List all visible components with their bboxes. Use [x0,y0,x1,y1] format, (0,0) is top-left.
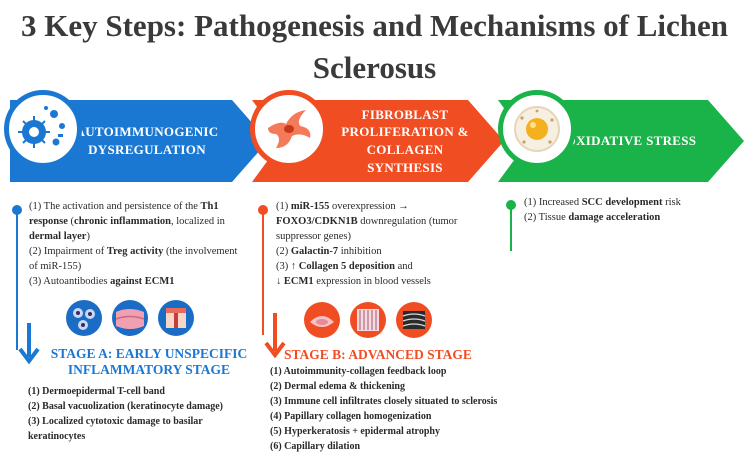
fibroblast-mechanisms-list: (1) miR-155 overexpression → FOXO3/CDKN1… [276,200,494,289]
skin-section-icon [158,300,194,336]
list-item: keratinocytes [28,431,86,442]
oxidative-stress-list: (1) Increased SCC development risk (2) T… [524,196,744,226]
banner-label: AUTOIMMUNOGENIC [75,124,219,140]
list-item: (1) Autoimmunity-collagen feedback loop [270,366,447,377]
list-item: (1) Dermoepidermal T-cell band [28,386,165,397]
list-item: FOXO3/CDKN1B downregulation (tumor suppr… [276,215,458,242]
timeline-line [262,210,264,335]
list-item: (2) Tissue damage acceleration [524,211,661,223]
list-item: (3) Autoantibodies against ECM1 [29,275,175,287]
list-item: (6) Capillary dilation [270,441,361,452]
list-item: (3) ↑ Collagen 5 deposition and [276,260,413,272]
banner-label: OXIDATIVE STRESS [565,133,697,149]
banner-label: DYSREGULATION [88,142,206,157]
list-item: (1) miR-155 overexpression → [276,201,409,212]
list-item: (3) Localized cytotoxic damage to basila… [28,416,203,427]
list-item: (1) Increased SCC development risk [524,197,681,208]
stage-a-title: STAGE A: EARLY UNSPECIFIC INFLAMMATORY S… [50,346,248,377]
list-item: (5) Hyperkeratosis + epidermal atrophy [270,426,440,437]
timeline-line [510,205,512,251]
list-item: (2) Dermal edema & thickening [270,381,405,392]
edema-tissue-icon [304,302,340,338]
page-title-continued: Sclerosus [312,50,437,85]
autoimmune-mechanisms-list: (1) The activation and persistence of th… [29,200,247,289]
stage-a-histology-icons [66,300,194,336]
list-item: (1) The activation and persistence of th… [29,201,225,242]
stage-b-histology-icons [304,302,432,338]
banner-label: PROLIFERATION & [341,124,469,140]
arrow-down-icon [18,323,40,365]
list-item: (2) Basal vacuolization (keratinocyte da… [28,401,223,412]
list-item: ↓ ECM1 expression in blood vessels [276,275,431,287]
fibroblast-cell-icon [250,90,328,168]
dense-tissue-icon [396,302,432,338]
list-item: (2) Impairment of Treg activity (the inv… [29,245,238,272]
arrow-down-icon [264,313,286,359]
page-title: 3 Key Steps: Pathogenesis and Mechanisms… [21,8,728,43]
list-item: (2) Galactin-7 inhibition [276,245,382,257]
list-item: (3) Immune cell infiltrates closely situ… [270,396,498,407]
oxidative-cell-icon [498,90,576,168]
banner-label: COLLAGEN SYNTHESIS [366,142,444,175]
list-item: (4) Papillary collagen homogenization [270,411,432,422]
stage-a-findings-list: (1) Dermoepidermal T-cell band (2) Basal… [28,384,252,444]
lymphocyte-icon [66,300,102,336]
collagen-fiber-icon [350,302,386,338]
stage-b-findings-list: (1) Autoimmunity-collagen feedback loop … [270,364,510,454]
immune-cell-icon [4,90,82,168]
banner-label: FIBROBLAST [361,106,449,122]
stage-b-title: STAGE B: ADVANCED STAGE [284,347,472,362]
tissue-layer-icon [112,300,148,336]
timeline-line [16,210,18,350]
